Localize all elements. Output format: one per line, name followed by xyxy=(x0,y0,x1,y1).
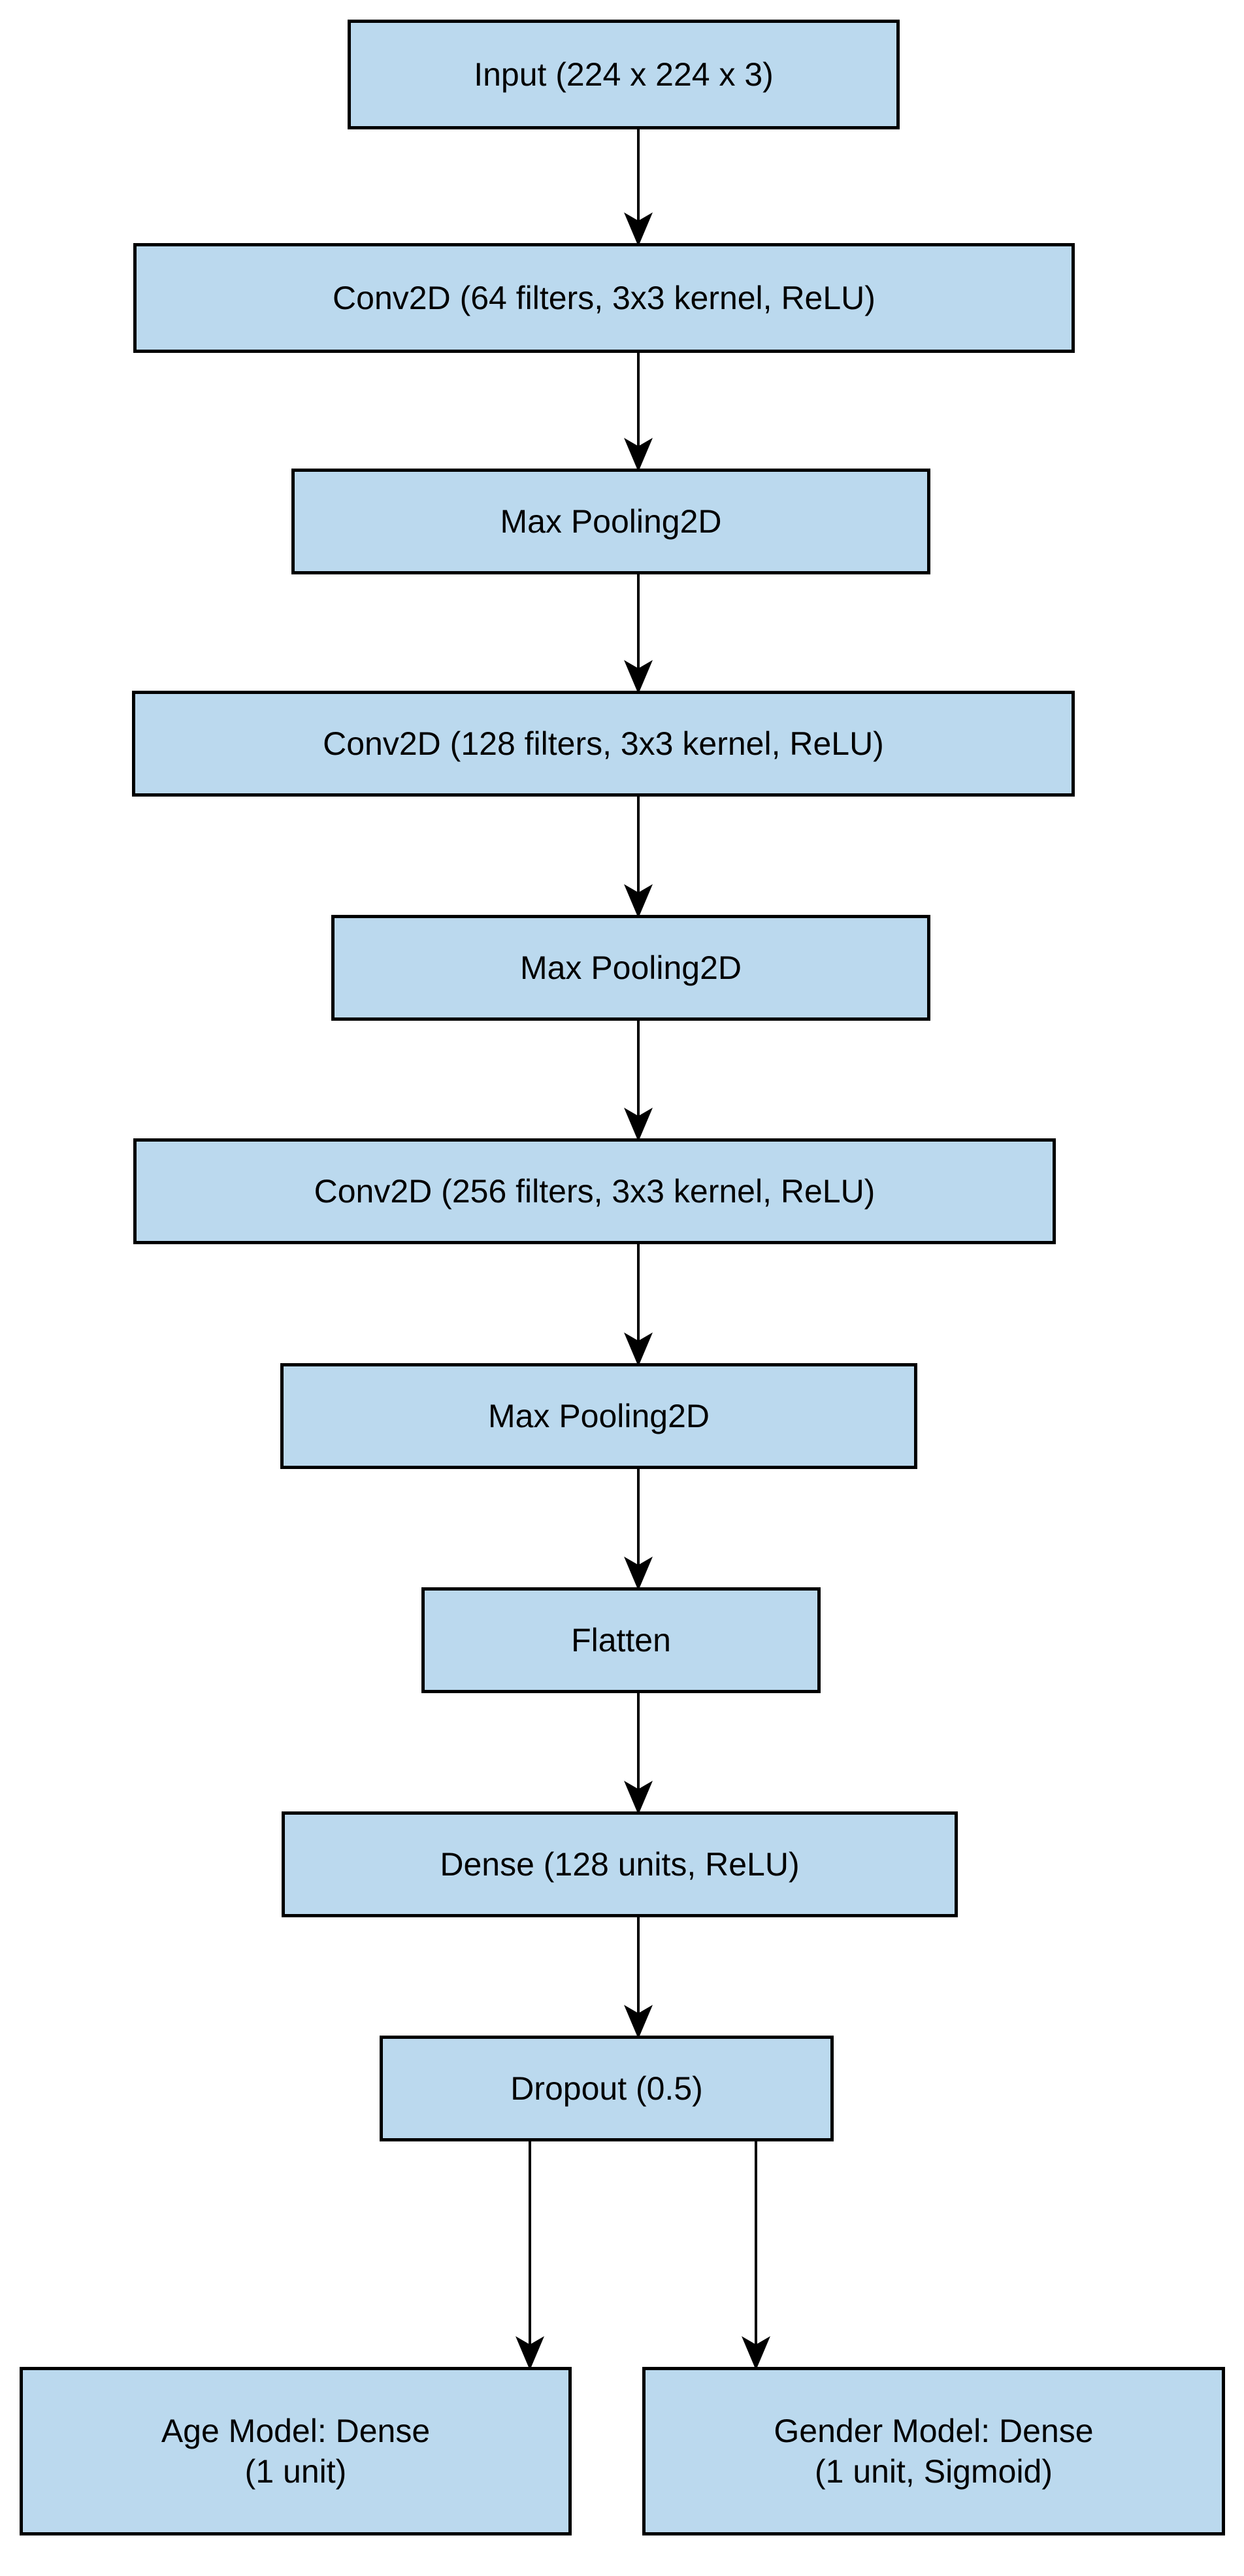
node-gender[interactable]: Gender Model: Dense (1 unit, Sigmoid) xyxy=(642,2367,1225,2535)
node-label: Gender Model: Dense (1 unit, Sigmoid) xyxy=(774,2412,1094,2490)
node-conv3[interactable]: Conv2D (256 filters, 3x3 kernel, ReLU) xyxy=(133,1138,1056,1244)
node-label: Dropout (0.5) xyxy=(510,2070,703,2107)
node-label: Conv2D (64 filters, 3x3 kernel, ReLU) xyxy=(333,279,876,316)
node-label: Flatten xyxy=(571,1621,671,1659)
node-label: Max Pooling2D xyxy=(519,949,742,986)
edge-group xyxy=(516,129,770,2370)
node-flatten[interactable]: Flatten xyxy=(421,1587,821,1693)
node-pool1[interactable]: Max Pooling2D xyxy=(291,469,930,574)
node-age[interactable]: Age Model: Dense (1 unit) xyxy=(20,2367,572,2535)
node-pool3[interactable]: Max Pooling2D xyxy=(280,1363,917,1469)
node-conv1[interactable]: Conv2D (64 filters, 3x3 kernel, ReLU) xyxy=(133,243,1075,353)
node-dense[interactable]: Dense (128 units, ReLU) xyxy=(282,1811,958,1917)
node-label: Dense (128 units, ReLU) xyxy=(440,1845,800,1883)
node-dropout[interactable]: Dropout (0.5) xyxy=(380,2036,834,2141)
node-pool2[interactable]: Max Pooling2D xyxy=(331,915,930,1021)
node-label: Max Pooling2D xyxy=(487,1397,710,1434)
node-label: Conv2D (128 filters, 3x3 kernel, ReLU) xyxy=(323,725,884,762)
node-label: Max Pooling2D xyxy=(500,503,722,540)
node-label: Age Model: Dense (1 unit) xyxy=(161,2412,431,2490)
node-label: Conv2D (256 filters, 3x3 kernel, ReLU) xyxy=(314,1172,876,1210)
node-label: Input (224 x 224 x 3) xyxy=(474,56,774,93)
node-conv2[interactable]: Conv2D (128 filters, 3x3 kernel, ReLU) xyxy=(132,691,1075,797)
node-input[interactable]: Input (224 x 224 x 3) xyxy=(348,20,900,129)
